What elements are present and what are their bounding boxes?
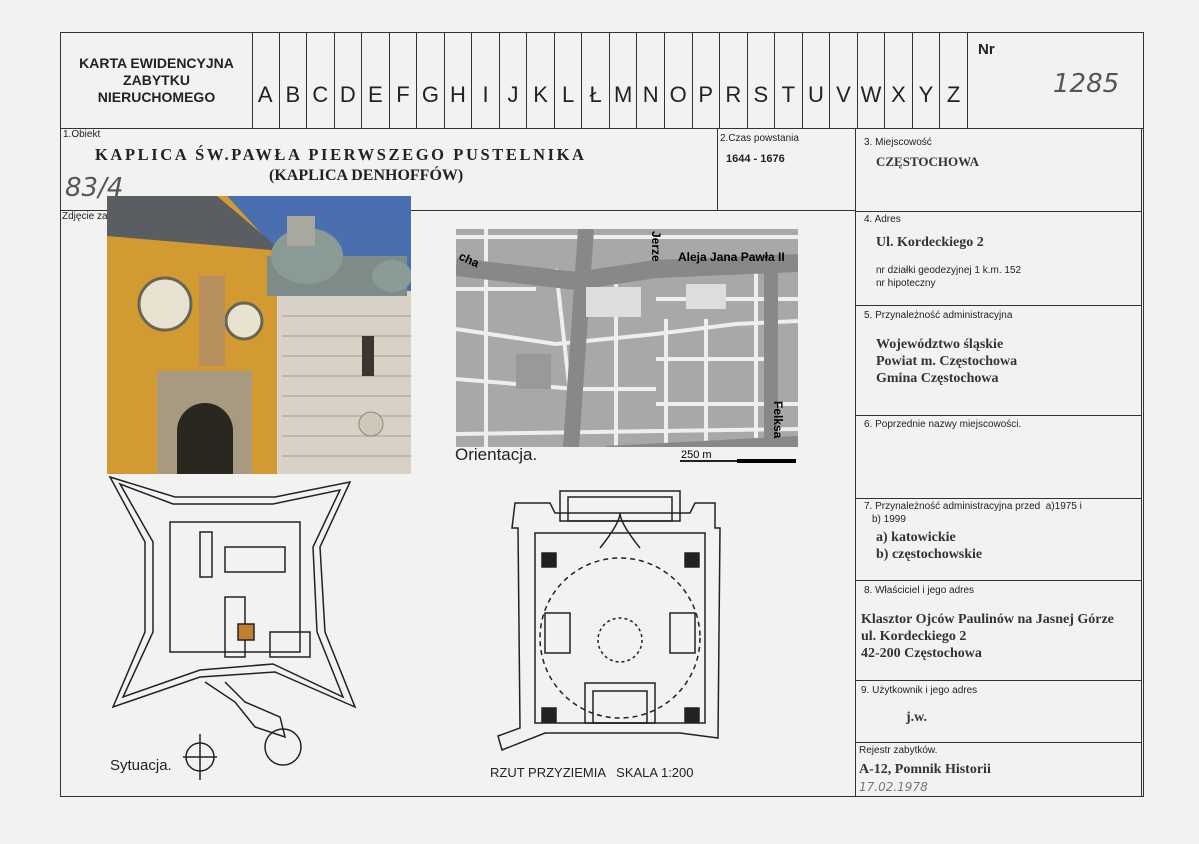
nr-cell: Nr 1285 xyxy=(967,32,1144,129)
letter-index-N: N xyxy=(637,32,665,128)
uzytkownik-label: 9. Użytkownik i jego adres xyxy=(861,685,978,696)
wlasciciel-cell: 8. Właściciel i jego adres Klasztor Ojcó… xyxy=(855,580,1142,681)
chapel-photo xyxy=(107,196,411,474)
line: ul. Kordeckiego 2 xyxy=(861,629,967,644)
rejestr-value: A-12, Pomnik Historii xyxy=(859,762,991,777)
miejscowosc-cell: 3. Miejscowość CZĘSTOCHOWA xyxy=(855,128,1142,212)
letter-index-V: V xyxy=(830,32,858,128)
letter-index-O: O xyxy=(665,32,693,128)
line: b) częstochowskie xyxy=(876,547,983,562)
floor-plan-caption: RZUT PRZYZIEMIA SKALA 1:200 xyxy=(490,765,694,780)
letter-index-M: M xyxy=(610,32,638,128)
line: Klasztor Ojców Paulinów na Jasnej Górze xyxy=(861,612,1114,627)
letter-index-G: G xyxy=(417,32,445,128)
miejscowosc-value: CZĘSTOCHOWA xyxy=(876,154,980,169)
situation-plan xyxy=(108,475,357,780)
uzytkownik-value: j.w. xyxy=(906,710,927,725)
scale-label: 250 m xyxy=(681,449,712,461)
letter-index-J: J xyxy=(500,32,528,128)
nr-value: 1285 xyxy=(1053,69,1120,99)
letter-index-F: F xyxy=(390,32,418,128)
czas-cell: 2.Czas powstania 1644 - 1676 xyxy=(717,128,856,211)
przynaleznosc-label: 5. Przynależność administracyjna xyxy=(864,310,1013,321)
letter-index-Z: Z xyxy=(940,32,968,128)
przed-label-b: b) 1999 xyxy=(872,514,906,525)
letter-index-X: X xyxy=(885,32,913,128)
przed-value: a) katowickie b) częstochowskie xyxy=(876,529,982,563)
line: Województwo śląskie xyxy=(876,337,1004,352)
letter-index-A: A xyxy=(252,32,280,128)
letter-index-W: W xyxy=(858,32,886,128)
line: Powiat m. Częstochowa xyxy=(876,354,1018,369)
floor-plan xyxy=(497,490,721,752)
letter-index-P: P xyxy=(693,32,721,128)
letter-index-R: R xyxy=(720,32,748,128)
letter-index-C: C xyxy=(307,32,335,128)
line: 42-200 Częstochowa xyxy=(861,646,982,661)
obiekt-name: KAPLICA ŚW.PAWŁA PIERWSZEGO PUSTELNIKA xyxy=(95,145,587,164)
record-card xyxy=(60,32,1144,797)
letter-index-L: L xyxy=(555,32,583,128)
adres-cell: 4. Adres Ul. Kordeckiego 2 nr działki ge… xyxy=(855,211,1142,306)
letter-index-I: I xyxy=(472,32,500,128)
rejestr-label: Rejestr zabytków. xyxy=(859,745,938,756)
dzialka-note: nr działki geodezyjnej 1 k.m. 152 xyxy=(876,265,1022,276)
wlasciciel-label: 8. Właściciel i jego adres xyxy=(864,585,975,596)
street-label: Aleja Jana Pawła II xyxy=(678,250,785,264)
letter-index-D: D xyxy=(335,32,363,128)
poprzednie-label: 6. Poprzednie nazwy miejscowości. xyxy=(864,419,1022,430)
czas-value: 1644 - 1676 xyxy=(726,153,785,165)
uzytkownik-cell: 9. Użytkownik i jego adres j.w. xyxy=(855,680,1142,743)
obiekt-alt-name: (KAPLICA DENHOFFÓW) xyxy=(269,167,464,184)
card-title-line: KARTA EWIDENCYJNA xyxy=(79,55,234,71)
letter-index-S: S xyxy=(748,32,776,128)
hipoteczny-note: nr hipoteczny xyxy=(876,278,936,289)
letter-index-E: E xyxy=(362,32,390,128)
zdjecie-label: Zdjęcie za xyxy=(62,211,108,222)
przed-cell: 7. Przynależność administracyjna przed a… xyxy=(855,498,1142,581)
przynaleznosc-cell: 5. Przynależność administracyjna Wojewód… xyxy=(855,305,1142,416)
line: Gmina Częstochowa xyxy=(876,371,999,386)
nr-label: Nr xyxy=(978,41,995,58)
card-title-cell: KARTA EWIDENCYJNA ZABYTKU NIERUCHOMEGO xyxy=(60,32,253,129)
orientation-map: Aleja Jana Pawła II Jerze Felksa cha 250… xyxy=(456,229,798,469)
obiekt-label: 1.Obiekt xyxy=(63,129,101,140)
adres-value: Ul. Kordeckiego 2 xyxy=(876,235,984,250)
letter-index-U: U xyxy=(803,32,831,128)
letter-index-Ł: Ł xyxy=(582,32,610,128)
map-caption: Orientacja. xyxy=(455,445,538,464)
letter-index-Y: Y xyxy=(913,32,941,128)
letter-index-H: H xyxy=(445,32,473,128)
przynaleznosc-value: Województwo śląskie Powiat m. Częstochow… xyxy=(876,336,1017,387)
letter-index-B: B xyxy=(280,32,308,128)
card-title-line: ZABYTKU xyxy=(123,72,190,88)
rejestr-cell: Rejestr zabytków. A-12, Pomnik Historii … xyxy=(855,742,1142,797)
przed-label: 7. Przynależność administracyjna przed a… xyxy=(864,501,1082,512)
street-label: Jerze xyxy=(649,231,663,262)
poprzednie-cell: 6. Poprzednie nazwy miejscowości. xyxy=(855,415,1142,499)
street-label: Felksa xyxy=(771,401,785,439)
wlasciciel-value: Klasztor Ojców Paulinów na Jasnej Górze … xyxy=(861,611,1114,662)
letter-index-K: K xyxy=(527,32,555,128)
miejscowosc-label: 3. Miejscowość xyxy=(864,137,932,148)
situation-caption: Sytuacja. xyxy=(110,757,172,774)
card-title-line: NIERUCHOMEGO xyxy=(97,89,216,105)
rejestr-date: 17.02.1978 xyxy=(859,780,928,794)
letter-index-T: T xyxy=(775,32,803,128)
czas-label: 2.Czas powstania xyxy=(720,133,799,144)
adres-label: 4. Adres xyxy=(864,214,901,225)
line: a) katowickie xyxy=(876,530,956,545)
